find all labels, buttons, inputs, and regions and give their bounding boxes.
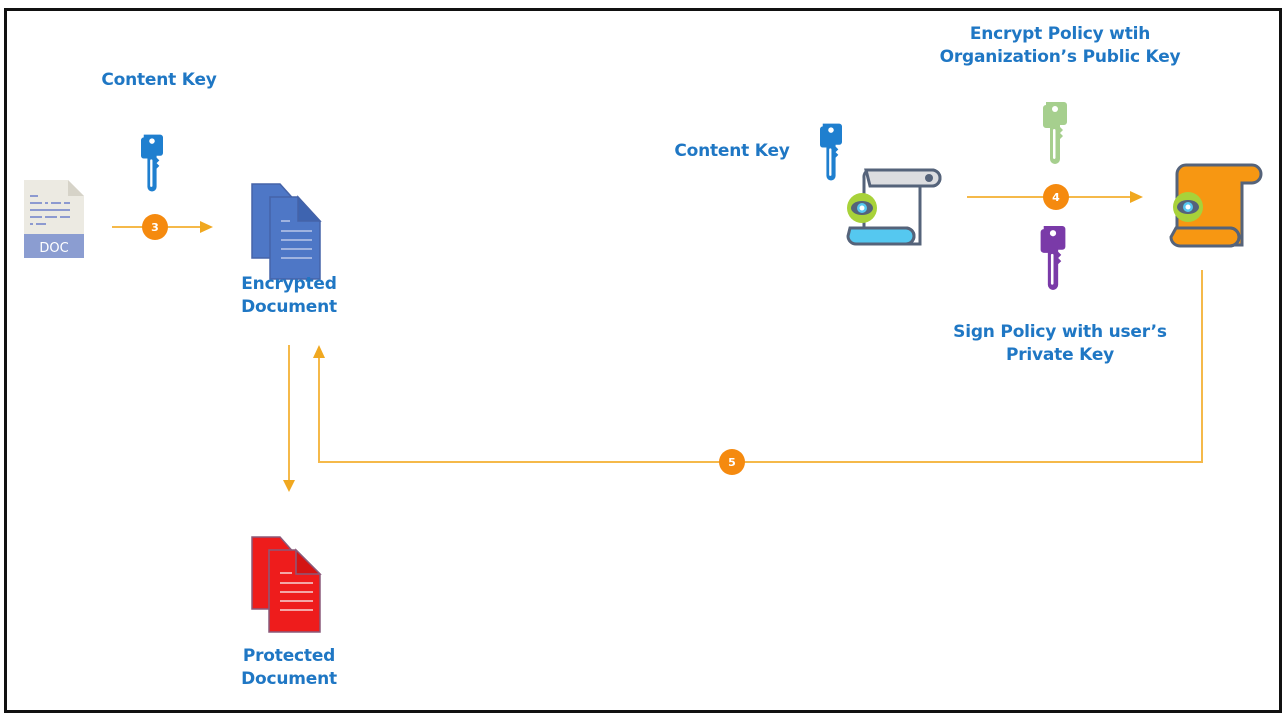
svg-text:4: 4 xyxy=(1052,191,1060,204)
content-key-icon-left xyxy=(141,134,163,192)
sign-policy-label: Sign Policy with user’s Private Key xyxy=(953,322,1167,365)
diagram-frame xyxy=(4,8,1282,713)
step-badge-3: 3 xyxy=(142,214,168,240)
encrypted-document-icon xyxy=(251,183,322,280)
svg-text:3: 3 xyxy=(151,221,159,234)
doc-icon-text: DOC xyxy=(39,241,68,256)
content-key-icon-right xyxy=(820,123,842,181)
encrypted-document-label: Encrypted Document xyxy=(241,274,337,317)
eye-badge-icon xyxy=(847,193,877,223)
step-badge-5: 5 xyxy=(719,449,745,475)
public-key-icon xyxy=(1043,102,1067,164)
content-key-label-right: Content Key xyxy=(674,141,790,161)
encrypted-policy-icon xyxy=(1169,163,1263,248)
content-key-label-left: Content Key xyxy=(101,70,217,90)
doc-file-icon: DOC xyxy=(24,180,84,258)
step-badge-4: 4 xyxy=(1043,184,1069,210)
private-key-icon xyxy=(1040,226,1066,290)
policy-scroll-icon xyxy=(846,168,942,246)
encrypt-policy-label: Encrypt Policy wtih Organization’s Publi… xyxy=(939,24,1181,67)
eye-badge-icon xyxy=(1173,192,1203,222)
protected-document-label: Protected Document xyxy=(241,646,337,689)
svg-text:5: 5 xyxy=(728,456,736,469)
protected-document-icon xyxy=(251,536,322,633)
arrow-to-protected xyxy=(283,345,295,492)
arrow-step-5 xyxy=(313,270,1203,463)
